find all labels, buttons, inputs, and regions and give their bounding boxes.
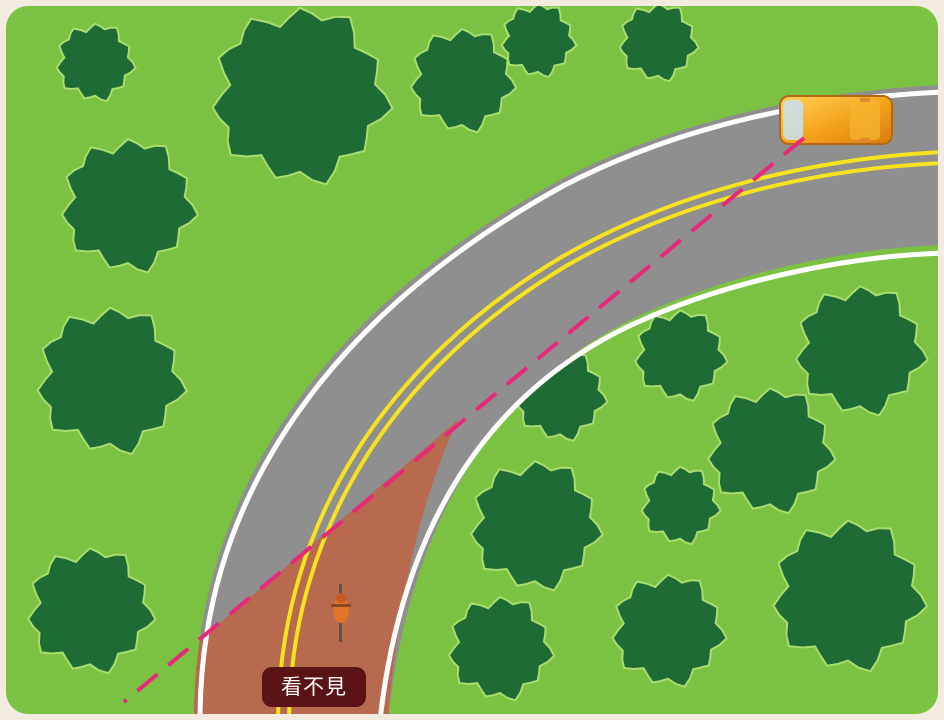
blind-spot-label: 看不見 xyxy=(262,667,366,707)
car-icon xyxy=(780,96,892,144)
